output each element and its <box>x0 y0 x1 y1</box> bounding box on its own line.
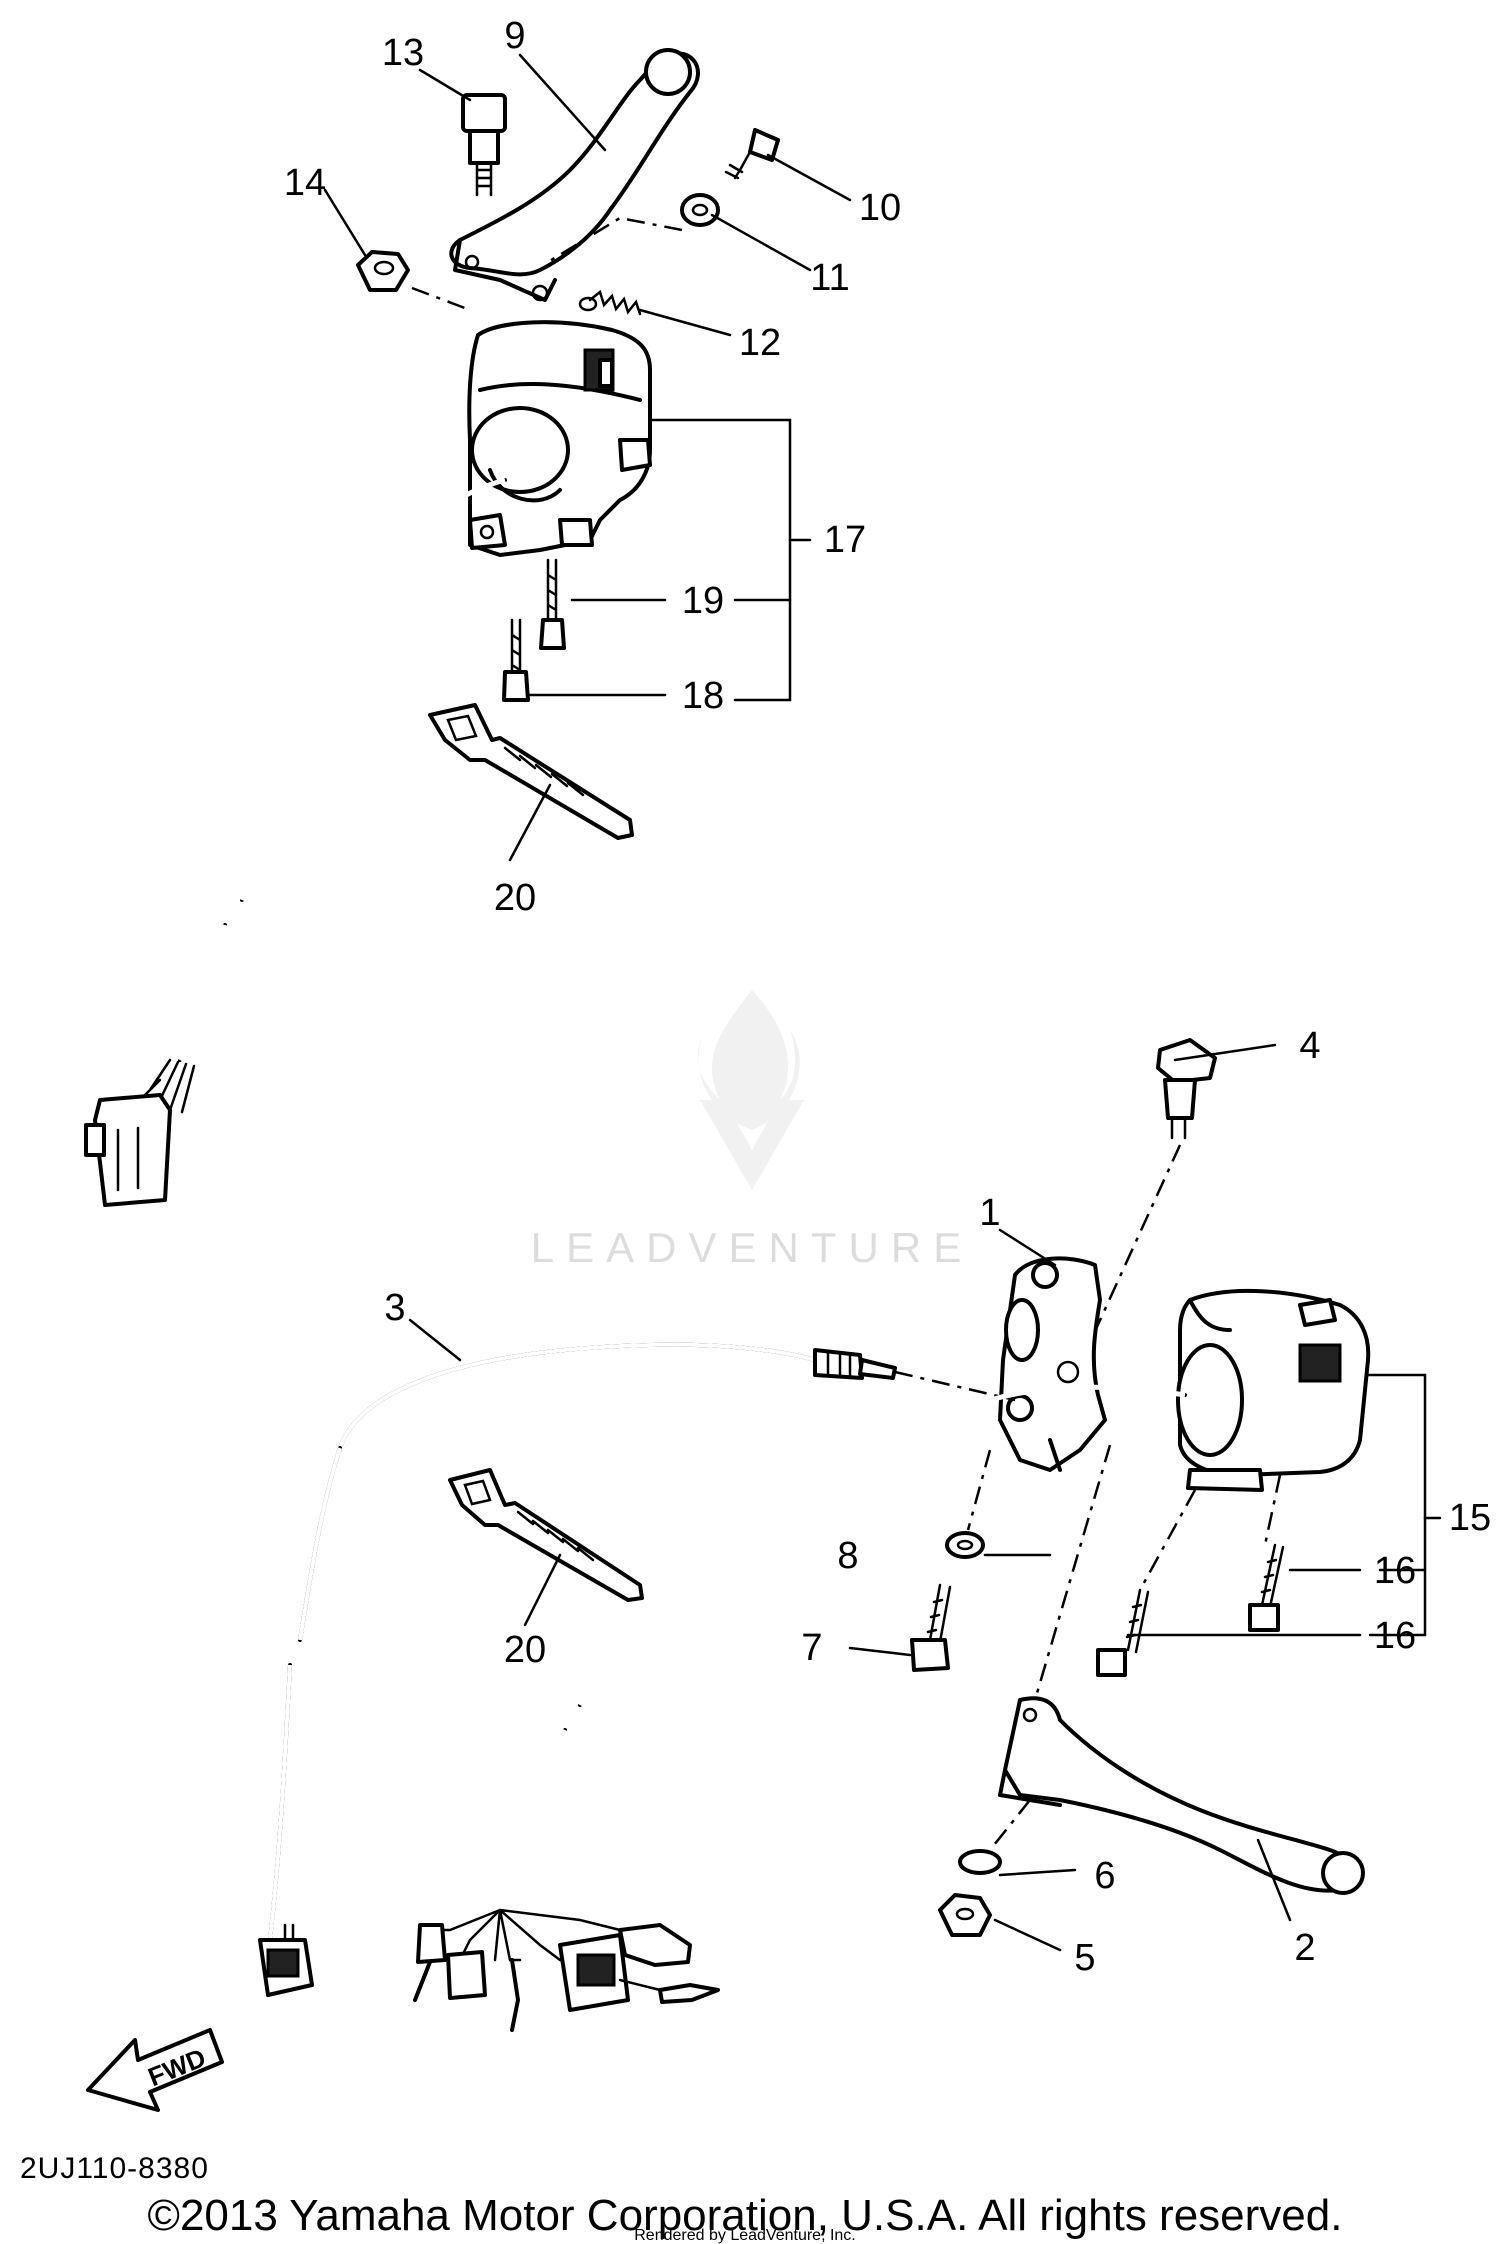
part-3-cable <box>258 1342 897 1997</box>
assembly-line <box>1138 1489 1197 1591</box>
leadventure-watermark: LEADVENTURE <box>531 990 973 1271</box>
leader-6 <box>998 1868 1077 1877</box>
assembly-line <box>989 1799 1031 1851</box>
callout-16-a: 16 <box>1374 1550 1416 1592</box>
callout-19: 19 <box>682 580 724 622</box>
leader-13 <box>418 68 472 102</box>
part-2-lever <box>998 1696 1365 1895</box>
callout-9: 9 <box>504 15 525 57</box>
part-20-cable-tie-lower <box>448 1468 644 1602</box>
rendered-by-notice: Rendered by LeadVenture, Inc. <box>634 2227 856 2244</box>
callout-16-b: 16 <box>1374 1615 1416 1657</box>
callout-20-upper: 20 <box>494 877 536 919</box>
callout-15: 15 <box>1449 1497 1491 1539</box>
copyright-notice: ©2013 Yamaha Motor Corporation, U.S.A. A… <box>148 2191 1343 2240</box>
assembly-line <box>1073 1144 1182 1376</box>
leader-9 <box>518 53 607 152</box>
part-20-cable-tie-upper <box>428 703 634 840</box>
part-11-nut <box>680 193 720 227</box>
callout-11: 11 <box>810 257 849 299</box>
callout-7: 7 <box>801 1627 822 1669</box>
callout-20-lower: 20 <box>504 1629 546 1671</box>
callout-14: 14 <box>284 162 326 204</box>
part-16-screw-a <box>1248 1543 1285 1632</box>
part-16-screw-b <box>1096 1588 1150 1677</box>
part-1-lever-holder <box>998 1256 1107 1472</box>
callout-8: 8 <box>837 1535 858 1577</box>
assembly-line <box>411 286 471 312</box>
part-14-nut <box>356 250 410 292</box>
watermark-text: LEADVENTURE <box>531 1224 973 1271</box>
callout-3: 3 <box>384 1287 405 1329</box>
part-8-washer <box>945 1531 985 1559</box>
assembly-line <box>1263 1474 1282 1546</box>
assembly-line <box>966 1449 992 1531</box>
part-10-screw <box>724 128 780 180</box>
lower-wire-harness <box>413 1384 1187 2032</box>
callout-6: 6 <box>1094 1855 1115 1897</box>
part-12-spring <box>578 289 642 316</box>
part-4-bolt <box>1156 1038 1217 1140</box>
leader-14 <box>323 188 367 257</box>
leader-11 <box>710 213 812 272</box>
diagram-code: 2UJ110-8380 <box>20 2152 209 2185</box>
leader-1 <box>998 1228 1057 1267</box>
assembly-line <box>894 1370 1016 1402</box>
callout-5: 5 <box>1074 1937 1095 1979</box>
callout-17: 17 <box>824 519 866 561</box>
leader-12 <box>638 308 732 337</box>
leader-5 <box>993 1918 1062 1952</box>
callout-2: 2 <box>1294 1927 1315 1969</box>
leader-3 <box>408 1318 462 1362</box>
fwd-arrow-icon: FWD <box>86 2028 224 2112</box>
leader-10 <box>766 153 852 202</box>
part-17-switch-assembly <box>467 320 652 557</box>
callout-1: 1 <box>979 1192 1000 1234</box>
callout-4: 4 <box>1299 1025 1320 1067</box>
part-18-screw <box>502 618 530 702</box>
leader-4 <box>1173 1043 1277 1062</box>
callout-10: 10 <box>859 187 901 229</box>
leader-20b <box>523 1553 562 1627</box>
upper-wire-harness <box>84 477 507 1207</box>
assembly-line <box>547 216 683 264</box>
flame-logo-icon <box>697 990 804 1190</box>
part-7-bolt <box>910 1583 952 1672</box>
part-15-switch-assembly <box>1176 1288 1371 1492</box>
leader-20a <box>508 783 552 862</box>
leader-2 <box>1256 1838 1292 1922</box>
callout-13: 13 <box>382 32 424 74</box>
part-5-nut <box>938 1893 992 1937</box>
leader-7 <box>848 1646 912 1657</box>
part-9-lever <box>449 48 700 302</box>
part-19-screw <box>539 558 566 650</box>
callout-12: 12 <box>739 322 781 364</box>
bracket-17 <box>650 418 812 702</box>
assembly-line <box>1033 1444 1112 1701</box>
part-13-bolt <box>461 93 507 197</box>
bracket-15 <box>1366 1373 1442 1637</box>
callout-18: 18 <box>682 675 724 717</box>
part-6-washer <box>958 1849 1002 1875</box>
